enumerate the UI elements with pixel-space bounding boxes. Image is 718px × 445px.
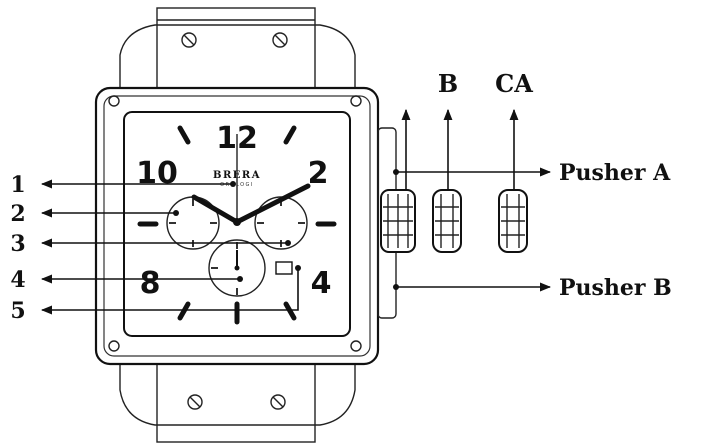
bezel-screw-icon [350,340,362,352]
bezel-screw-icon [108,340,120,352]
callout-lines [40,179,301,315]
strap-screw-icon [181,32,197,48]
watch-hands [191,134,311,271]
brand-logo: BRERA [213,170,261,181]
numeral-4: 4 [311,266,332,301]
strap-screw-icon [187,394,203,410]
crown-normal [380,189,416,253]
callout-4: 4 [10,267,25,293]
subdial-bottom [208,239,266,297]
callout-3: 3 [10,231,25,257]
pusher-arrows [393,167,552,292]
callout-5: 5 [10,298,25,324]
label-ca: CA [495,69,533,98]
label-b: B [438,69,458,98]
strap-screw-icon [270,394,286,410]
crown-arrows [401,108,519,190]
callout-1: 1 [10,172,25,198]
crown-position-ca [498,189,528,253]
strap-screw-icon [272,32,288,48]
numeral-10: 10 [136,156,178,191]
label-pusher-b: Pusher B [559,275,672,301]
crown-position-b [432,189,462,253]
bezel-screw-icon [350,95,362,107]
label-pusher-a: Pusher A [559,160,671,186]
date-window [275,261,293,275]
brand-subtitle: OROLOGI [220,182,254,188]
bottom-strap [119,355,356,443]
top-strap [119,7,356,92]
bezel-screw-icon [108,95,120,107]
numeral-2: 2 [308,156,329,191]
numeral-8: 8 [140,266,161,301]
hour-markers [137,125,337,325]
callout-2: 2 [10,201,25,227]
